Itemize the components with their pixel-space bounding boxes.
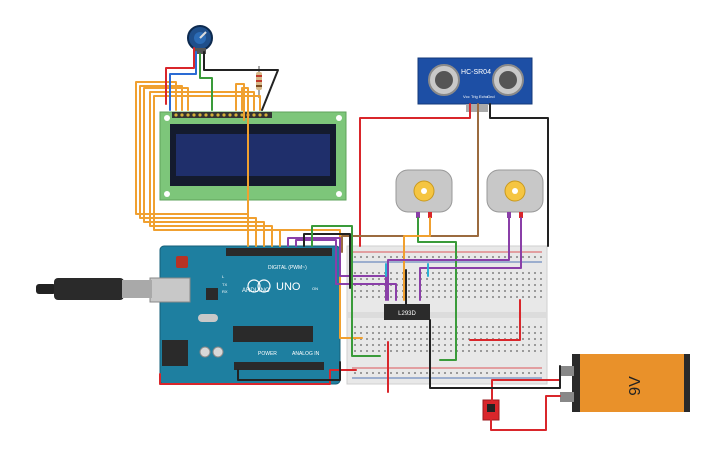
- on-led-label: ON: [312, 286, 318, 291]
- ultrasonic-sensor: HC-SR04 Vcc Trig Echo Gnd: [417, 57, 533, 112]
- battery-9v: 9V: [560, 354, 690, 412]
- slide-switch[interactable]: [482, 399, 500, 421]
- digital-label: DIGITAL (PWM~): [268, 265, 307, 271]
- power-jack: [162, 340, 188, 366]
- usb-cable: [36, 278, 152, 300]
- breadboard: [346, 245, 548, 385]
- sensor-pin-gnd: Gnd: [487, 94, 495, 99]
- tx-led-label: TX: [222, 282, 227, 287]
- lcd-display: [159, 111, 347, 201]
- reset-button[interactable]: [176, 256, 188, 268]
- wires: [135, 47, 561, 431]
- resistor[interactable]: [256, 66, 262, 98]
- digital-header: [226, 248, 332, 256]
- battery-label: 9V: [627, 376, 644, 396]
- arduino-brand: ARDUINO: [242, 288, 270, 294]
- sensor-pin-echo: Echo: [479, 94, 489, 99]
- lcd-screen: [176, 134, 330, 176]
- rx-led-label: RX: [222, 289, 228, 294]
- power-label: POWER: [258, 351, 277, 357]
- l-led-label: L: [222, 274, 225, 279]
- power-analog-header: [234, 362, 324, 370]
- dc-motor-left: [395, 169, 453, 218]
- lcd-pin-header: [172, 112, 272, 118]
- atmega-chip: [233, 326, 313, 342]
- potentiometer[interactable]: [187, 25, 213, 54]
- usb-port: [149, 277, 191, 303]
- driver-ic-label: L293D: [398, 311, 416, 317]
- sensor-pin-vcc: Vcc: [463, 94, 470, 99]
- dc-motor-right: [486, 169, 544, 218]
- arduino-logo-icon: [247, 279, 261, 293]
- analog-label: ANALOG IN: [292, 351, 320, 357]
- sensor-pin-trig: Trig: [471, 94, 478, 99]
- arduino-model: UNO: [276, 281, 301, 293]
- motor-driver-ic: L293D: [384, 304, 430, 320]
- arduino-uno: DIGITAL (PWM~) ARDUINO UNO POWER ANALOG …: [149, 245, 341, 385]
- sensor-label: HC-SR04: [461, 69, 491, 76]
